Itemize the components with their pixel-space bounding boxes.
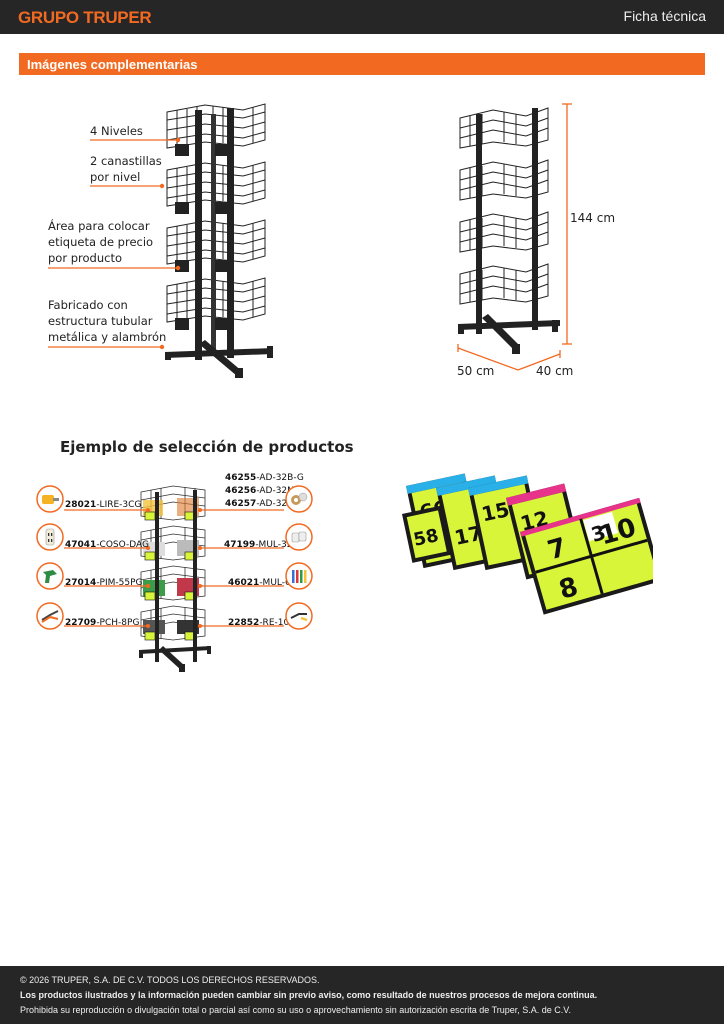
dimension-height: 144 cm [570, 211, 616, 225]
callout-baskets: 2 canastillas por nivel [90, 154, 162, 184]
callout-leaders [48, 137, 181, 350]
cable-ties-icon [285, 562, 313, 590]
pliers-icon [36, 602, 64, 630]
price-card-58: 58 [412, 525, 441, 551]
product-code-right-3: 46021-MUL-6EG [228, 578, 304, 588]
brand-logo: GRUPO TRUPER [18, 8, 152, 27]
product-code-left-1: 28021-LIRE-3CG [65, 500, 142, 510]
spray-nozzle-icon [36, 562, 64, 590]
tape-measure-icon [36, 485, 64, 513]
product-code-left-4: 22709-PCH-8PG [65, 618, 140, 628]
tape-roll-icon [285, 485, 313, 513]
footer-notice: Los productos ilustrados y la informació… [20, 990, 598, 1000]
top-bar: GRUPO TRUPER Ficha técnica [0, 0, 724, 34]
price-card-3: 3 [588, 520, 608, 547]
footer-prohibition: Prohibida su reproducción o divulgación … [20, 1005, 571, 1015]
section-title: Imágenes complementarias [27, 57, 198, 72]
price-card-15: 15 [479, 497, 511, 526]
price-cards-illustration: 66 17 15 12 7 3 10 [402, 473, 653, 615]
callout-price-label-area: Área para colocar etiqueta de precio por… [48, 219, 154, 265]
product-code-right-2: 47199-MUL-320G [224, 540, 306, 550]
product-code-left-2: 47041-COSO-DAG [65, 540, 149, 550]
dimension-depth: 40 cm [536, 364, 574, 378]
outlet-icon [36, 523, 64, 551]
callout-levels: 4 Niveles [90, 124, 143, 138]
footer: © 2026 TRUPER, S.A. DE C.V. TODOS LOS DE… [0, 966, 724, 1024]
callout-material: Fabricado con estructura tubular metálic… [48, 298, 167, 344]
product-code-right-4: 22852-RE-10PG [228, 618, 302, 628]
multi-contact-icon [285, 523, 313, 551]
footer-copyright: © 2026 TRUPER, S.A. DE C.V. TODOS LOS DE… [20, 975, 320, 985]
product-code-left-3: 27014-PIM-55PG [65, 578, 143, 588]
example-title: Ejemplo de selección de productos [60, 438, 354, 456]
display-rack-illustration [165, 103, 273, 378]
crimper-icon [285, 602, 313, 630]
product-code-right-1: 46255-AD-32B-G 46256-AD-32N-G 46257-AD-3… [225, 473, 305, 509]
section-header: Imágenes complementarias [19, 53, 705, 75]
dimension-width: 50 cm [457, 364, 495, 378]
document-type: Ficha técnica [623, 8, 706, 24]
example-rack-illustration [139, 485, 211, 672]
display-rack-dimensions [457, 103, 572, 371]
product-connectors [64, 508, 284, 628]
